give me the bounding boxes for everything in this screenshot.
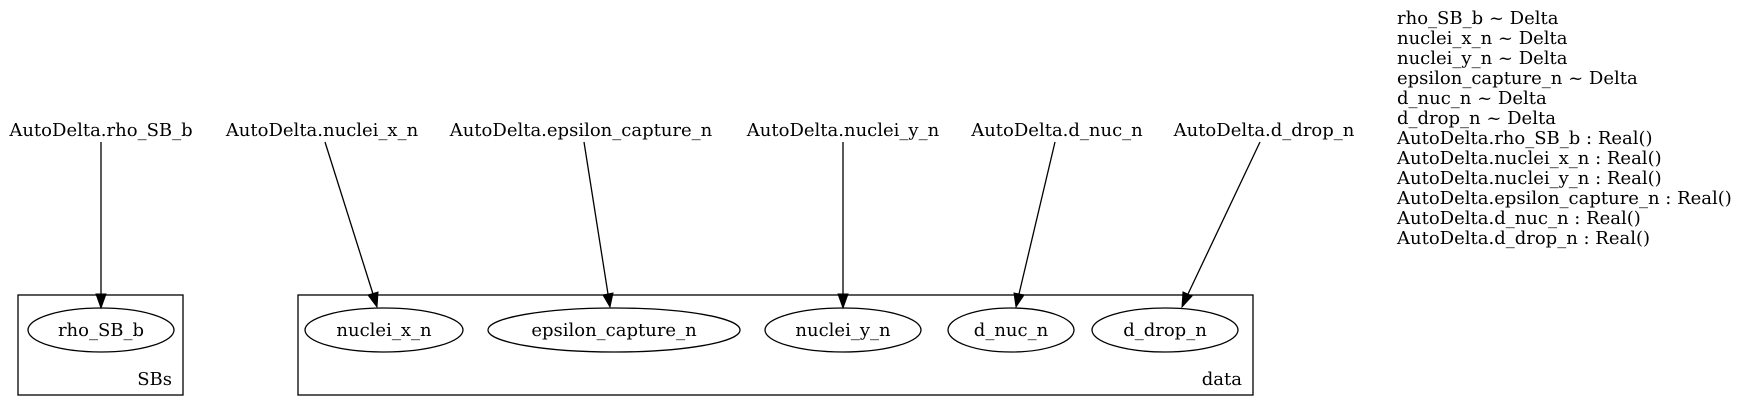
source-label-epsilon: AutoDelta.epsilon_capture_n <box>449 120 713 141</box>
source-label-d-nuc: AutoDelta.d_nuc_n <box>970 120 1143 141</box>
node-nuclei-y-label: nuclei_y_n <box>795 320 891 341</box>
edge-rho <box>95 142 107 310</box>
node-rho-ellipse <box>27 307 175 353</box>
node-nuclei-x: nuclei_x_n <box>304 307 464 353</box>
node-d-nuc-label: d_nuc_n <box>974 320 1049 341</box>
legend-line: nuclei_y_n ~ Delta <box>1397 48 1568 69</box>
legend-line: epsilon_capture_n ~ Delta <box>1397 68 1638 89</box>
node-epsilon-ellipse <box>487 307 741 353</box>
arrowhead <box>1181 291 1193 309</box>
source-label-rho: AutoDelta.rho_SB_b <box>8 120 192 141</box>
cluster-data-box <box>297 294 1254 396</box>
legend-line: AutoDelta.d_drop_n : Real() <box>1397 228 1651 249</box>
node-rho-label: rho_SB_b <box>58 320 144 341</box>
legend-line: AutoDelta.rho_SB_b : Real() <box>1397 128 1653 149</box>
node-d-drop: d_drop_n <box>1091 307 1239 353</box>
node-nuclei-x-label: nuclei_x_n <box>336 320 432 341</box>
cluster-sbs-label: SBs <box>137 369 172 390</box>
legend-line: AutoDelta.nuclei_x_n : Real() <box>1397 148 1662 169</box>
node-nuclei-y: nuclei_y_n <box>764 307 922 353</box>
node-d-drop-ellipse <box>1091 307 1239 353</box>
node-nuclei-x-ellipse <box>304 307 464 353</box>
source-label-nuclei-x: AutoDelta.nuclei_x_n <box>225 120 419 141</box>
model-spec-legend: rho_SB_b ~ Delta nuclei_x_n ~ Delta nucl… <box>1397 9 1732 249</box>
node-d-drop-label: d_drop_n <box>1123 320 1207 341</box>
legend-line: d_drop_n ~ Delta <box>1397 108 1556 129</box>
cluster-data: data <box>297 294 1254 396</box>
node-epsilon: epsilon_capture_n <box>487 307 741 353</box>
node-rho: rho_SB_b <box>27 307 175 353</box>
arrowhead <box>602 292 614 309</box>
cluster-data-label: data <box>1202 369 1242 390</box>
edge-epsilon <box>583 141 614 309</box>
edge-d-nuc <box>1013 141 1056 309</box>
legend-line: rho_SB_b ~ Delta <box>1397 8 1559 29</box>
arrowhead <box>837 293 849 310</box>
arrowhead <box>1013 292 1025 309</box>
edge-d-drop <box>1181 141 1261 309</box>
arrowhead <box>367 291 379 309</box>
legend-line: AutoDelta.d_nuc_n : Real() <box>1397 208 1641 229</box>
node-epsilon-label: epsilon_capture_n <box>531 320 697 341</box>
source-label-d-drop: AutoDelta.d_drop_n <box>1173 120 1355 141</box>
cluster-sbs: SBs <box>17 294 184 396</box>
arrowhead <box>95 293 107 310</box>
source-label-nuclei-y: AutoDelta.nuclei_y_n <box>746 120 940 141</box>
edge-nuclei-y <box>837 142 849 310</box>
node-d-nuc-ellipse <box>947 307 1075 353</box>
edge-nuclei-x <box>324 141 379 309</box>
node-nuclei-y-ellipse <box>764 307 922 353</box>
legend-line: AutoDelta.nuclei_y_n : Real() <box>1397 168 1662 189</box>
node-d-nuc: d_nuc_n <box>947 307 1075 353</box>
legend-line: AutoDelta.epsilon_capture_n : Real() <box>1397 188 1732 209</box>
legend-line: nuclei_x_n ~ Delta <box>1397 28 1568 49</box>
legend-line: d_nuc_n ~ Delta <box>1397 88 1547 109</box>
